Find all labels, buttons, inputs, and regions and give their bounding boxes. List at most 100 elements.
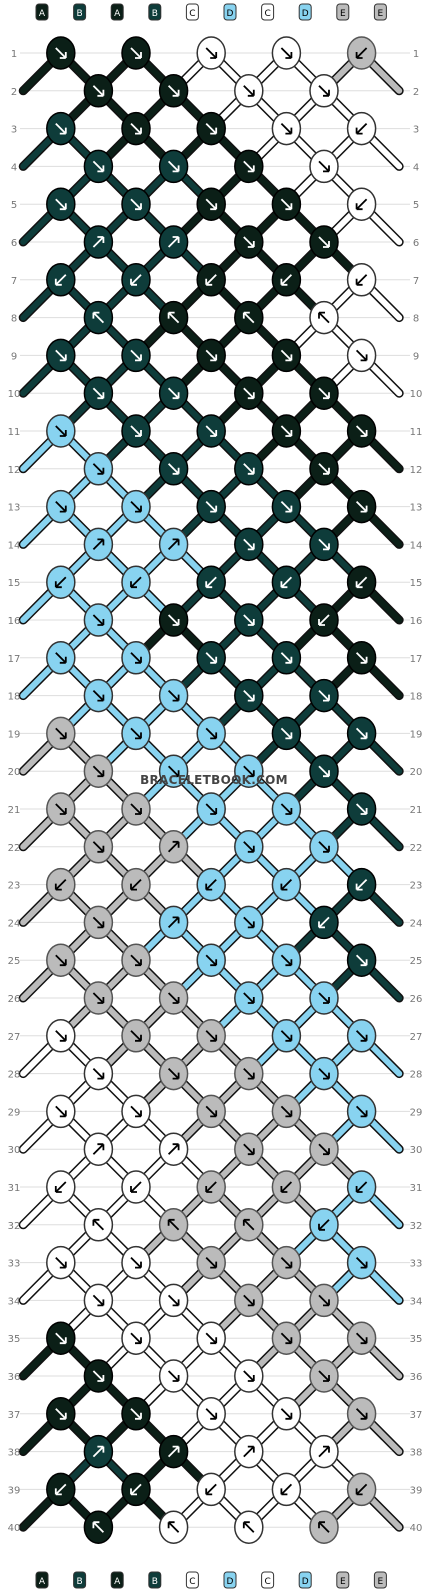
knot (46, 187, 76, 221)
knot-arrow-icon (318, 841, 330, 853)
knot (271, 641, 302, 675)
knot-arrow-icon (243, 916, 255, 929)
knot-arrow-icon (243, 1370, 255, 1382)
knot-arrow-icon (130, 47, 142, 59)
strand-label-top-swatch (373, 3, 387, 21)
strand-label-bottom-swatch (185, 1571, 199, 1589)
row-number-left: 10 (8, 389, 21, 400)
knot-arrow-icon (280, 878, 293, 891)
knot (271, 1094, 302, 1129)
knot (121, 187, 151, 221)
knot (46, 1170, 76, 1204)
knot (309, 830, 339, 864)
knot (121, 867, 151, 902)
knot (271, 943, 302, 977)
row-number-right: 34 (410, 1296, 423, 1307)
row-number-right: 9 (413, 351, 419, 362)
knot-arrow-icon (243, 387, 255, 400)
row-number-right: 24 (410, 918, 423, 929)
knot (196, 716, 226, 751)
knot-arrow-icon (243, 85, 255, 97)
knot-arrow-icon (318, 236, 330, 248)
knot (46, 1472, 76, 1507)
knot (46, 943, 76, 977)
knot-arrow-icon (167, 1067, 180, 1080)
knot-arrow-icon (318, 916, 330, 929)
knot-arrow-icon (55, 1030, 67, 1042)
knot (158, 981, 189, 1015)
knot-arrow-icon (243, 765, 255, 778)
knot (158, 830, 189, 864)
knot (158, 1132, 189, 1166)
knot-arrow-icon (318, 311, 330, 324)
knot (196, 1472, 226, 1507)
knot (234, 754, 264, 788)
strand-label-top: A (39, 9, 46, 19)
knot (196, 943, 226, 977)
knot-arrow-icon (167, 1445, 180, 1458)
row-number-right: 26 (410, 994, 423, 1005)
strand-label-top-swatch (298, 3, 312, 21)
row-number-right: 15 (410, 578, 423, 589)
knot (346, 1472, 377, 1507)
knot (46, 1245, 76, 1280)
knot-arrow-icon (280, 1105, 293, 1118)
knot-arrow-icon (130, 1483, 142, 1496)
knot (158, 452, 189, 486)
row-number-left: 15 (8, 578, 21, 589)
strand-label-top: D (227, 9, 234, 19)
knot-arrow-icon (130, 954, 142, 967)
knot (46, 565, 76, 599)
knot (83, 1132, 114, 1166)
knot-arrow-icon (54, 1483, 67, 1496)
knot (158, 74, 189, 108)
knot (158, 1359, 189, 1393)
knot-grid (46, 36, 377, 1544)
knot-arrow-icon (92, 236, 105, 248)
strand-label-top: B (152, 9, 158, 19)
knot-arrow-icon (280, 500, 293, 513)
knot-arrow-icon (130, 803, 142, 815)
knot-arrow-icon (243, 614, 255, 626)
knot-arrow-icon (130, 652, 142, 664)
knot-arrow-icon (54, 1181, 67, 1193)
knot (309, 1434, 339, 1469)
knot (158, 754, 189, 788)
strand-label-bottom-swatch (35, 1571, 49, 1589)
row-number-left: 4 (11, 162, 17, 173)
knot-arrow-icon (243, 1143, 255, 1156)
knot (234, 225, 264, 259)
knot-arrow-icon (280, 1408, 293, 1420)
knot-arrow-icon (205, 122, 218, 135)
knot-arrow-icon (355, 954, 368, 967)
knot (158, 1208, 189, 1242)
row-number-right: 37 (410, 1410, 423, 1421)
knot-arrow-icon (205, 198, 218, 211)
knot-arrow-icon (355, 1483, 368, 1496)
row-number-right: 35 (410, 1334, 423, 1345)
row-number-right: 33 (410, 1259, 423, 1270)
knot (234, 1132, 264, 1166)
strand-label-top-swatch (261, 3, 275, 21)
row-number-right: 20 (410, 767, 423, 778)
knot-arrow-icon (355, 274, 368, 286)
knot-arrow-icon (280, 1030, 293, 1042)
strand-label-top-swatch (148, 3, 162, 21)
row-number-right: 6 (413, 238, 419, 249)
knot-arrow-icon (243, 1294, 255, 1307)
knot-arrow-icon (205, 954, 218, 967)
row-number-right: 3 (413, 125, 419, 136)
knot (309, 1359, 339, 1393)
knot-arrow-icon (92, 992, 105, 1004)
row-number-left: 35 (8, 1334, 21, 1345)
row-number-right: 8 (413, 314, 419, 325)
knot (46, 1019, 76, 1053)
knot-arrow-icon (55, 803, 67, 815)
knot-arrow-icon (280, 1483, 293, 1496)
knot (83, 981, 114, 1015)
knot (271, 792, 302, 826)
knot-arrow-icon (318, 992, 330, 1004)
row-number-left: 33 (8, 1259, 21, 1270)
